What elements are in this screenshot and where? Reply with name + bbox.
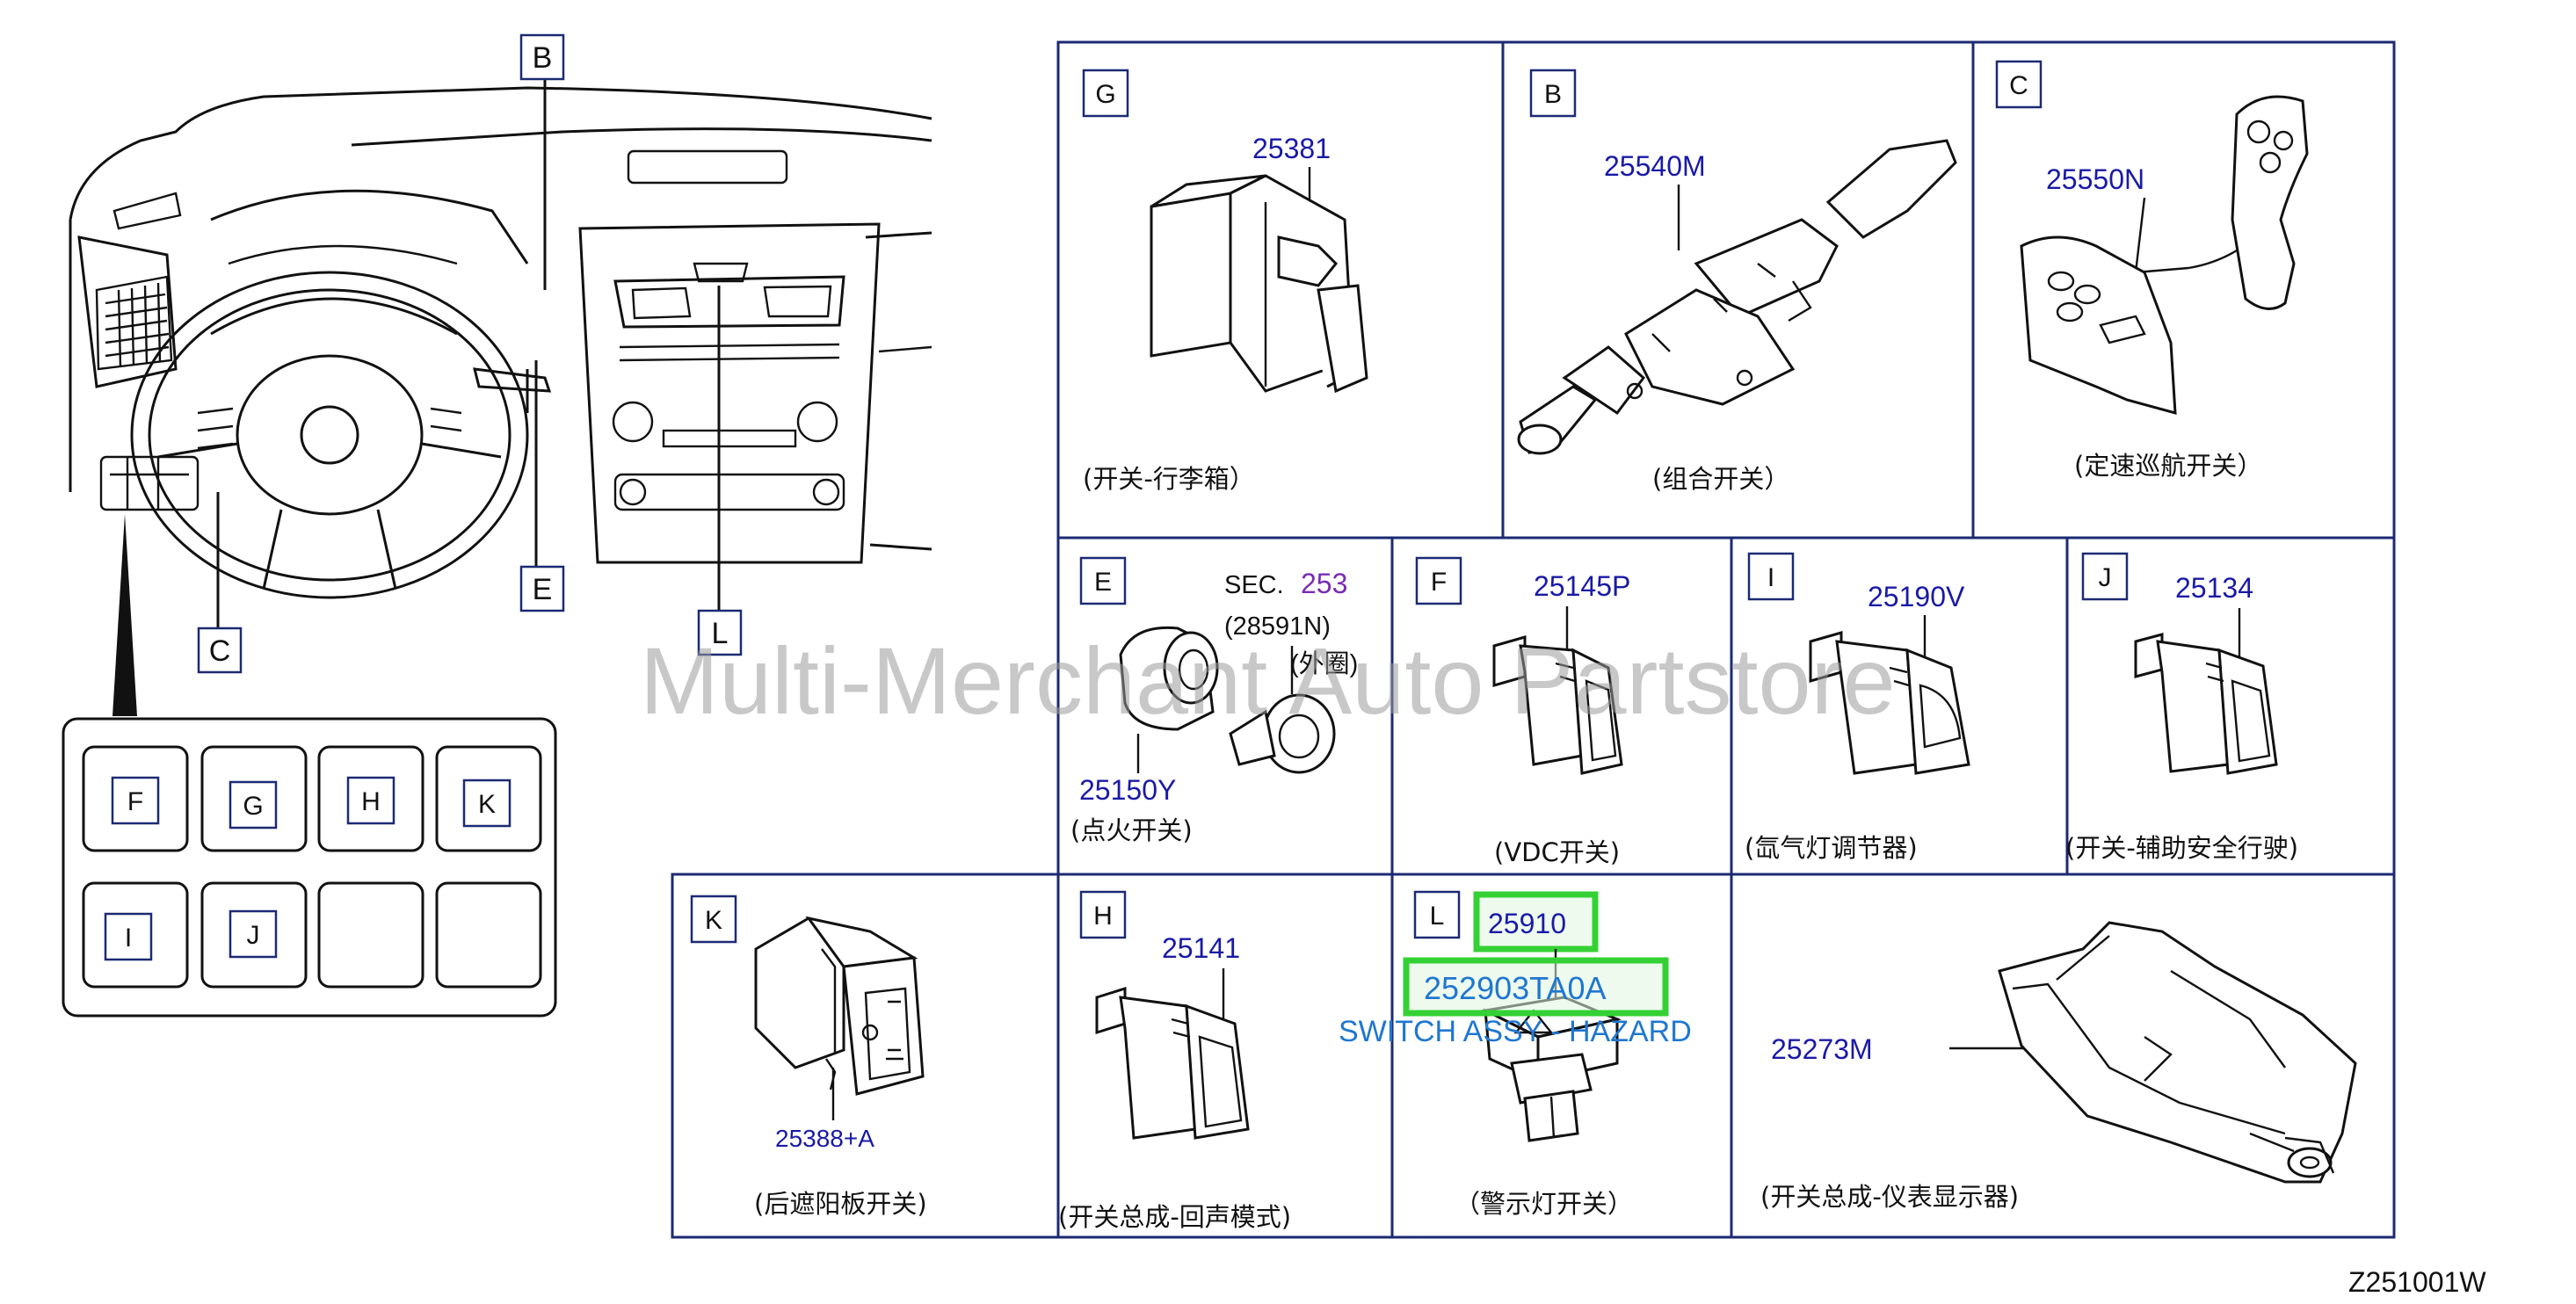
diagram-code: Z251001W [2348,1266,2486,1298]
switch-grid: F G H K I J [62,717,557,1018]
panel-g-caption: (开关-行李箱） [1083,464,1255,494]
panel-m-caption: (开关总成-仪表显示器) [1760,1182,2019,1212]
panel-g-letter: G [1095,80,1115,109]
panel-b: B 25540M (组合开关） [1517,69,1957,494]
callout-b: B [533,41,553,75]
panel-l-highlight-part: 252903TA0A [1424,970,1607,1006]
panel-k-caption: (后遮阳板开关) [754,1189,927,1219]
eco-mode-switch [1095,986,1250,1140]
panel-b-caption: (组合开关） [1652,464,1789,494]
panel-l-caption: （警示灯开关） [1455,1189,1633,1219]
panel-e-ring: (外圈) [1290,649,1358,678]
panel-e-part: 25150Y [1079,774,1176,806]
panel-c-caption: (定速巡航开关） [2074,451,2262,481]
trunk-switch [1150,174,1368,394]
panel-c-part: 25550N [2046,163,2144,195]
panel-i-caption: (氙气灯调节器) [1745,833,1918,863]
panel-f: F 25145P (VDC开关) [1415,556,1630,867]
drive-assist-switch [2134,633,2278,775]
vdc-switch [1492,635,1623,775]
grid-label-i: I [125,924,132,953]
panel-h-part: 25141 [1162,932,1240,964]
grid-label-g: G [243,792,263,821]
panel-h-letter: H [1093,902,1113,931]
panel-g: G 25381 (开关-行李箱） [1082,69,1368,494]
panel-k: K 25388+A (后遮阳板开关) [690,895,927,1219]
panel-f-letter: F [1431,568,1447,597]
panel-frames [671,40,2396,1239]
callout-l: L [712,617,729,650]
panel-l: L 25910 252903TA0A SWITCH ASSY - HAZARD … [1339,890,1692,1219]
panel-h-caption: (开关总成-回声模式) [1058,1202,1291,1232]
panel-m-part: 25273M [1771,1033,1873,1065]
panel-e-letter: E [1094,568,1112,597]
panel-k-letter: K [705,906,722,935]
panel-j-caption: (开关-辅助安全行驶) [2065,833,2298,863]
panel-g-part: 25381 [1252,133,1331,164]
grid-label-j: J [247,921,260,950]
callout-e: E [533,573,553,606]
combination-switch [1517,139,1957,455]
panel-display-switch: 25273M (开关总成-仪表显示器) [1760,921,2357,1212]
rear-sunshade-switch [754,916,925,1096]
dashboard-overview: B E C L [69,33,932,716]
panel-k-part: 25388+A [775,1125,874,1152]
panel-f-caption: (VDC开关) [1494,837,1620,867]
panel-j-letter: J [2099,563,2112,592]
panel-c: C 25550N (定速巡航开关） [1995,60,2309,481]
panel-i: I 25190V (氙气灯调节器) [1745,552,1970,863]
panel-e-sec-label: SEC. [1224,571,1284,599]
panel-f-part: 25145P [1534,570,1630,602]
panel-b-letter: B [1544,80,1562,109]
panel-b-part: 25540M [1604,150,1706,182]
left-vent [95,275,173,371]
center-stack [578,149,932,564]
highlight-25910 [1473,891,1599,953]
panel-i-part: 25190V [1868,581,1965,612]
highlight-252903ta0a [1403,957,1669,1017]
panel-j-part: 25134 [2175,572,2253,604]
ignition-switch [1119,626,1336,774]
grid-label-f: F [127,787,143,816]
panel-h: H 25141 (开关总成-回声模式) [1058,890,1291,1232]
panel-l-letter: L [1430,902,1445,931]
watermark: Multi-Merchant Auto Partstore [640,627,1896,734]
steering-wheel [130,271,529,599]
cruise-control-switch [2020,95,2309,415]
grid-label-k: K [478,790,496,819]
panel-i-letter: I [1767,563,1774,592]
panel-j: J 25134 (开关-辅助安全行驶) [2065,552,2298,863]
panel-e: E SEC. 253 (28591N) (外圈) 25150Y (点火开关) [1070,556,1358,845]
panel-e-ref: (28591N) [1224,612,1331,641]
panel-l-highlight-desc: SWITCH ASSY - HAZARD [1339,1015,1692,1048]
grid-label-h: H [361,787,381,816]
callout-c: C [209,634,231,668]
panel-e-sec-number: 253 [1301,568,1347,599]
panel-e-caption: (点火开关) [1070,815,1193,845]
panel-c-letter: C [2009,71,2028,100]
panel-l-part: 25910 [1488,908,1566,939]
xenon-headlamp-leveler [1809,631,1970,775]
display-switch-assembly [1998,921,2357,1184]
